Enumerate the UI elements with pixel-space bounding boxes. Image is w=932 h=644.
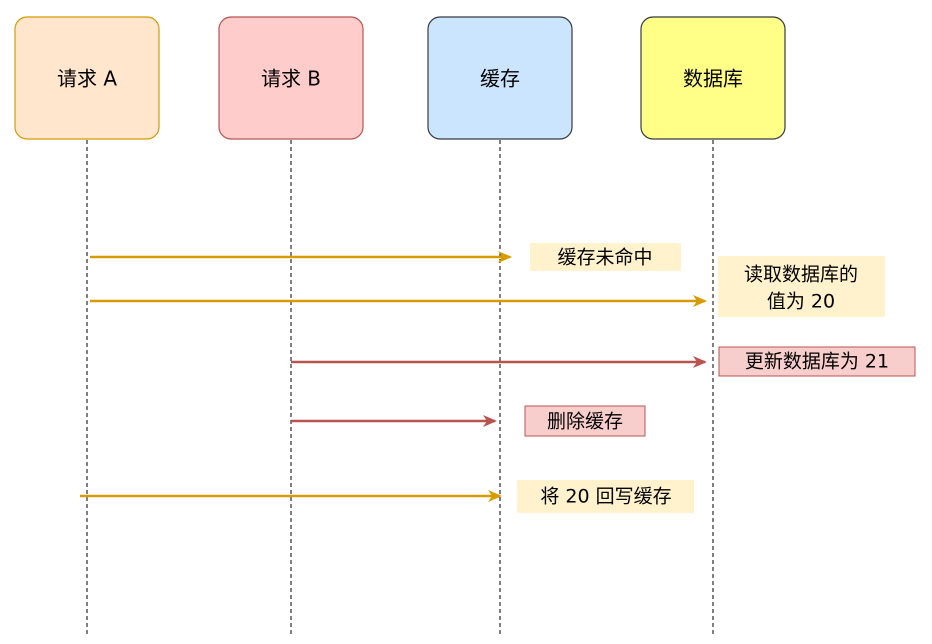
- participant-box-cache: [427, 16, 573, 140]
- participant-label-cache: 缓存: [480, 67, 520, 91]
- participant-db: 数据库: [640, 16, 786, 636]
- participant-box-db: [640, 16, 786, 140]
- message-note-box: [530, 243, 681, 271]
- message-note-box: [517, 480, 694, 513]
- participant-label-db: 数据库: [683, 67, 743, 91]
- message-note-text: 更新数据库为 21: [745, 351, 889, 373]
- participant-label-req-b: 请求 B: [261, 67, 321, 91]
- message-note-box: [524, 405, 646, 437]
- message-note-box: [718, 346, 916, 377]
- participant-box-req-b: [218, 16, 364, 140]
- message-delete-cache: 删除缓存: [291, 405, 646, 437]
- message-note-text: 将 20 回写缓存: [540, 486, 671, 508]
- message-cache-miss: 缓存未命中: [90, 243, 681, 271]
- participant-label-req-a: 请求 A: [57, 67, 117, 91]
- message-write-back-cache: 将 20 回写缓存: [80, 480, 694, 513]
- message-note-text: 删除缓存: [547, 411, 623, 433]
- message-read-db: 读取数据库的 值为 20: [90, 256, 885, 317]
- participant-cache: 缓存: [427, 16, 573, 636]
- message-note-text-line2: 值为 20: [767, 291, 835, 313]
- message-update-db: 更新数据库为 21: [291, 346, 916, 377]
- participant-req-b: 请求 B: [218, 16, 364, 636]
- participant-box-req-a: [14, 16, 160, 140]
- message-note-box: [718, 256, 885, 317]
- message-note-text-line1: 读取数据库的: [744, 264, 858, 286]
- participant-req-a: 请求 A: [14, 16, 160, 636]
- message-note-text: 缓存未命中: [557, 247, 652, 269]
